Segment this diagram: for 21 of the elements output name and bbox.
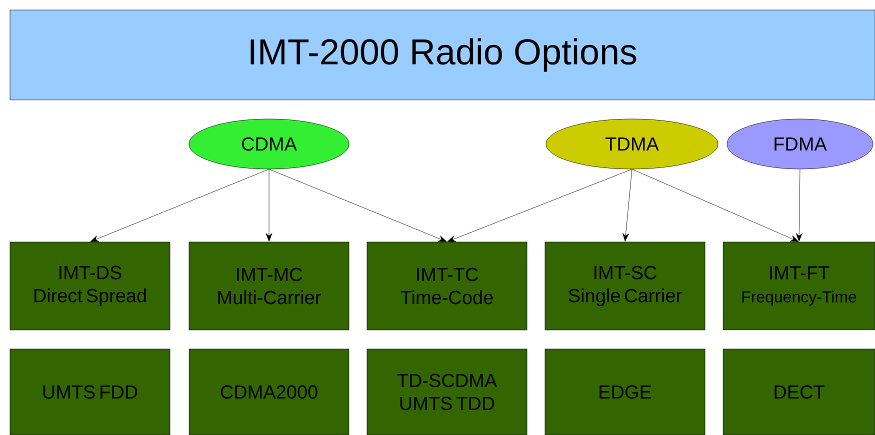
process-box: IMT-FT Frequency-Time [722,242,875,330]
process-box: EDGE [544,348,706,435]
process-box: DECT [722,348,875,435]
process-box: IMT-DS Direct Spread [10,242,170,330]
process-box: IMT-MC Multi-Carrier [188,242,350,330]
ellipse-node: CDMA [188,118,350,170]
arrow [632,169,799,242]
arrow [447,169,632,242]
arrow [90,169,270,242]
title-box: IMT-2000 Radio Options [10,10,875,100]
arrow [796,169,802,242]
arrow [268,169,447,242]
process-box: CDMA2000 [188,348,350,435]
process-box: IMT-SC Single Carrier [544,242,706,330]
process-box: UMTS FDD [10,348,170,435]
ellipse-node: FDMA [726,118,874,170]
process-box: IMT-TC Time-Code [366,242,528,330]
arrow [266,169,272,242]
ellipse-node: TDMA [546,118,718,170]
process-box: TD-SCDMA UMTS TDD [366,348,528,435]
arrow [622,169,632,242]
